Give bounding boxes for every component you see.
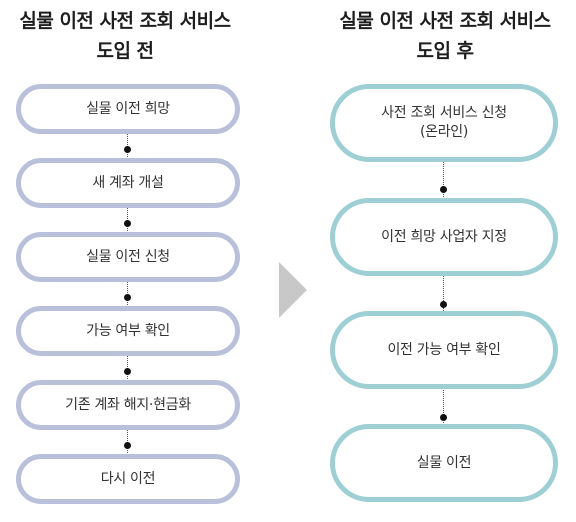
step-label: 이전 희망 사업자 지정: [381, 228, 507, 245]
after-step-1: 사전 조회 서비스 신청 (온라인): [330, 84, 558, 162]
after-title-line1: 실물 이전 사전 조회 서비스: [339, 10, 551, 32]
step-label: 기존 계좌 해지·현금화: [65, 396, 191, 413]
step-label: 실물 이전 희망: [86, 100, 170, 117]
after-step-4: 실물 이전: [330, 424, 558, 502]
step-label: 실물 이전: [416, 454, 472, 471]
step-sublabel: (온라인): [419, 124, 469, 140]
connector: [127, 133, 128, 157]
step-label: 새 계좌 개설: [92, 174, 164, 191]
after-step-2: 이전 희망 사업자 지정: [330, 198, 558, 276]
before-step-6: 다시 이전: [16, 454, 240, 504]
step-label: 실물 이전 신청: [86, 248, 170, 265]
connector: [127, 355, 128, 379]
connector: [443, 161, 444, 199]
step-label: 다시 이전: [100, 470, 156, 487]
connector: [127, 429, 128, 453]
connector: [443, 275, 444, 313]
after-step-3: 이전 가능 여부 확인: [330, 311, 558, 389]
before-step-4: 가능 여부 확인: [16, 306, 240, 356]
connector-dot: [124, 220, 131, 227]
connector-dot: [124, 294, 131, 301]
connector: [127, 281, 128, 305]
connector-dot: [124, 442, 131, 449]
connector-dot: [440, 414, 447, 421]
transition-arrow-icon: [279, 262, 307, 318]
step-label: 이전 가능 여부 확인: [387, 341, 501, 358]
after-title: 실물 이전 사전 조회 서비스 도입 후: [314, 6, 576, 66]
before-title-line1: 실물 이전 사전 조회 서비스: [19, 10, 231, 32]
connector-dot: [440, 301, 447, 308]
connector: [127, 207, 128, 231]
after-title-line2: 도입 후: [416, 40, 474, 62]
before-step-1: 실물 이전 희망: [16, 84, 240, 134]
connector: [443, 387, 444, 425]
before-title-line2: 도입 전: [96, 40, 154, 62]
before-step-2: 새 계좌 개설: [16, 158, 240, 208]
connector-dot: [124, 368, 131, 375]
step-label: 사전 조회 서비스 신청: [381, 105, 507, 121]
before-step-3: 실물 이전 신청: [16, 232, 240, 282]
step-label: 가능 여부 확인: [86, 322, 170, 339]
before-step-5: 기존 계좌 해지·현금화: [16, 380, 240, 430]
connector-dot: [440, 186, 447, 193]
before-title: 실물 이전 사전 조회 서비스 도입 전: [0, 6, 250, 66]
connector-dot: [124, 146, 131, 153]
